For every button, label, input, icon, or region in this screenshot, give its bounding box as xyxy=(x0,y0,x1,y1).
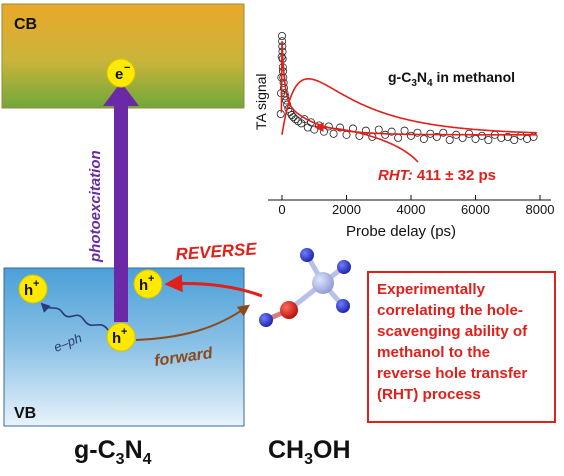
electron-circle: e − xyxy=(106,58,136,88)
ta-chart: 0 2000 4000 6000 8000 TA signal Probe delay … xyxy=(253,32,554,240)
ta-data-point xyxy=(387,127,396,136)
rht-annotation: RHT: 411 ± 32 ps xyxy=(378,167,496,184)
ta-data-point xyxy=(277,32,286,41)
ta-data-point xyxy=(329,129,338,138)
ta-data-point xyxy=(342,130,351,139)
callout-text: Experimentally correlating the hole-scav… xyxy=(377,281,528,403)
ta-x-tick-label: 8000 xyxy=(526,202,555,217)
ta-data-point xyxy=(465,129,474,138)
methanol-molecule xyxy=(259,248,351,327)
ta-data-point xyxy=(374,125,383,134)
photoexcitation-arrow xyxy=(103,82,139,322)
ta-data-point xyxy=(394,133,403,142)
electron-charge: − xyxy=(124,62,130,74)
svg-text:+: + xyxy=(121,326,127,338)
photoexcitation-label: photoexcitation xyxy=(87,150,104,263)
eph-relaxation-arrow xyxy=(40,302,109,331)
ta-data-point xyxy=(477,131,486,140)
ta-data-point xyxy=(336,123,345,132)
ta-data-point xyxy=(445,135,454,144)
methanol-label: CH3OH xyxy=(268,436,351,468)
ta-data-point xyxy=(439,128,448,137)
svg-text:+: + xyxy=(33,278,39,290)
cb-label: CB xyxy=(14,16,37,33)
svg-text:+: + xyxy=(148,273,154,285)
ta-data-point xyxy=(484,135,493,144)
ta-data-point xyxy=(419,134,428,143)
ta-data-point xyxy=(279,78,288,87)
svg-text:h: h xyxy=(24,282,33,299)
ta-title: g-C3N4 in methanol xyxy=(388,69,515,89)
ta-x-tick-label: 4000 xyxy=(397,202,426,217)
hole-circle-left: h + xyxy=(18,274,48,304)
ta-x-tick-label: 0 xyxy=(278,202,285,217)
gc3n4-label: g-C3N4 xyxy=(74,436,152,468)
ta-data-point xyxy=(279,84,288,93)
svg-text:h: h xyxy=(139,277,148,294)
reverse-label: REVERSE xyxy=(175,239,258,264)
ta-x-ticks: 0 2000 4000 6000 8000 xyxy=(278,195,554,217)
ta-data-point xyxy=(291,115,300,124)
ta-data-point xyxy=(413,128,422,137)
rht-pointer-arrow xyxy=(314,122,419,163)
ta-x-tick-label: 6000 xyxy=(461,202,490,217)
ta-data-point xyxy=(406,131,415,140)
ta-data-point xyxy=(400,126,409,135)
ta-data-point xyxy=(381,130,390,139)
ta-xlabel: Probe delay (ps) xyxy=(346,223,456,240)
hole-circle-middle: h + xyxy=(106,322,136,352)
svg-text:h: h xyxy=(112,330,121,347)
hole-circle-right: h + xyxy=(133,269,163,299)
reverse-arrow xyxy=(164,274,263,298)
ta-data-point xyxy=(432,132,441,141)
ta-fit-curve xyxy=(280,41,537,136)
ta-data-point xyxy=(289,113,298,122)
ta-data-point xyxy=(510,135,519,144)
rht-component-curve xyxy=(281,78,537,135)
ta-data-point xyxy=(503,132,512,141)
electron-symbol: e xyxy=(115,66,123,83)
ta-x-tick-label: 2000 xyxy=(332,202,361,217)
vb-label: VB xyxy=(14,405,36,422)
conclusion-callout: Experimentally correlating the hole-scav… xyxy=(367,271,556,423)
forward-arrow xyxy=(135,304,250,341)
ta-ylabel: TA signal xyxy=(253,73,269,130)
